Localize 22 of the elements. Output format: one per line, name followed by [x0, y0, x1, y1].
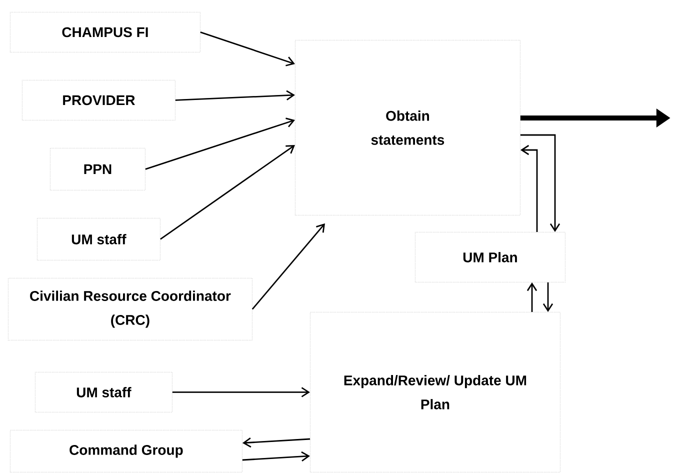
arrow [526, 282, 538, 312]
process-box: Expand/Review/ Update UM Plan [310, 312, 560, 472]
source-box: PPN [50, 148, 146, 190]
arrow [520, 144, 538, 232]
source-box: UM staff [35, 372, 172, 412]
arrow [520, 134, 560, 232]
plan-box: UM Plan [415, 232, 566, 282]
source-box: CHAMPUS FI [10, 12, 200, 52]
arrow [145, 118, 295, 170]
source-box: Command Group [10, 430, 242, 472]
arrow [200, 32, 295, 66]
arrow [242, 437, 310, 448]
arrow [542, 282, 554, 312]
arrow [172, 387, 310, 398]
arrow [252, 223, 325, 310]
arrow [242, 451, 310, 462]
source-box: Civilian Resource Coordinator (CRC) [8, 278, 252, 340]
arrow [175, 90, 295, 101]
process-box: Obtain statements [295, 40, 520, 216]
source-box: PROVIDER [22, 80, 176, 120]
source-box: UM staff [37, 218, 160, 260]
arrow [160, 145, 295, 240]
